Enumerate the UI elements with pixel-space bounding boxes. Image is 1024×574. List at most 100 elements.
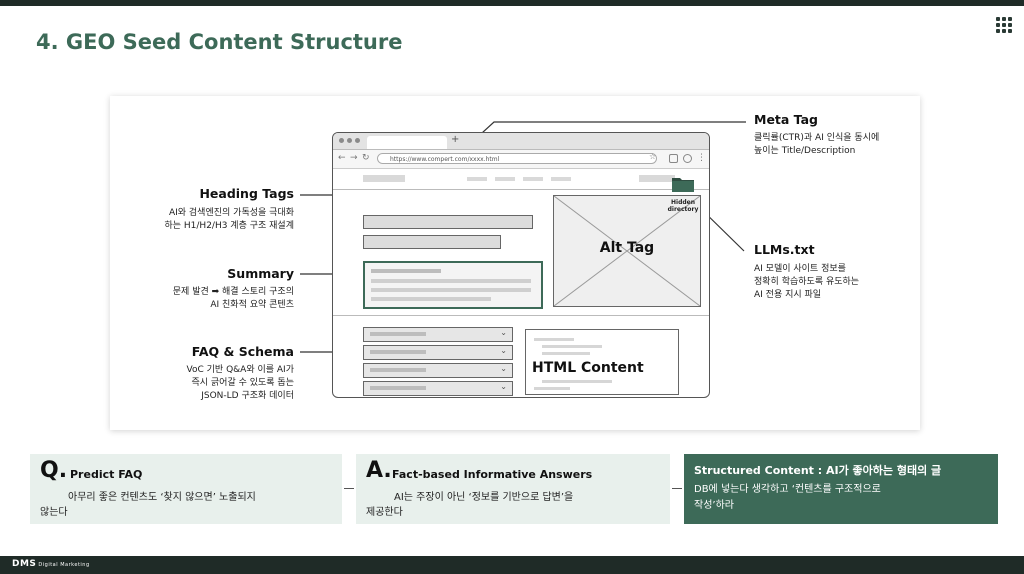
predict-faq-body: 아무리 좋은 컨텐츠도 ‘찾지 않으면’ 노출되지 않는다 <box>40 490 256 520</box>
llms-txt-desc: AI 모델이 사이트 정보를 정확히 학습하도록 유도하는 AI 전용 지시 파… <box>754 263 859 302</box>
browser-address-row: ← → ↻ https://www.compert.com/xxxx.html … <box>333 150 709 169</box>
hidden-directory-label: Hidden directory <box>667 199 699 213</box>
heading-h2-block <box>363 235 501 249</box>
back-icon[interactable]: ← <box>338 153 346 163</box>
bottom-bar <box>0 556 1024 574</box>
body-line: 작성’하라 <box>694 500 734 511</box>
summary-line <box>371 279 531 283</box>
image-placeholder-cross <box>554 196 700 306</box>
connector-line <box>672 488 682 489</box>
desc-line: 문제 발견 ➡ 해결 스토리 구조의 <box>172 287 294 297</box>
desc-line: AI 친화적 요약 콘텐츠 <box>210 300 294 310</box>
extension-icon[interactable] <box>669 154 678 163</box>
slide-title: 4. GEO Seed Content Structure <box>36 30 403 54</box>
faq-accordion-item[interactable]: ⌄ <box>363 327 513 342</box>
llms-txt-title: LLMs.txt <box>754 242 815 257</box>
code-line <box>534 387 570 390</box>
desc-line: 정확히 학습하도록 유도하는 <box>754 277 860 287</box>
profile-icon[interactable] <box>683 154 692 163</box>
fact-based-answers-box: A. Fact-based Informative Answers AI는 주장… <box>356 454 670 524</box>
structured-content-body: DB에 넣는다 생각하고 ‘컨텐츠를 구조적으로 작성’하라 <box>694 482 881 514</box>
desc-line: JSON-LD 구조화 데이터 <box>201 391 294 401</box>
diagram-panel: + ← → ↻ https://www.compert.com/xxxx.htm… <box>110 96 920 430</box>
meta-tag-title: Meta Tag <box>754 112 818 127</box>
desc-line: 즉시 긁어갈 수 있도록 돕는 <box>191 378 294 388</box>
footer-logo-text: DMS <box>12 559 37 569</box>
desc-line: AI와 검색엔진의 가독성을 극대화 <box>168 208 294 218</box>
browser-tab-strip: + <box>333 133 709 150</box>
heading-h1-block <box>363 215 533 229</box>
star-icon[interactable]: ☆ <box>649 152 657 161</box>
body-line: AI는 주장이 아닌 ‘정보를 기반으로 답변’을 <box>394 492 574 503</box>
summary-block <box>363 261 543 309</box>
summary-line <box>371 297 491 301</box>
predict-faq-title: Predict FAQ <box>70 468 143 481</box>
body-line: 제공한다 <box>366 507 403 518</box>
summary-desc: 문제 발견 ➡ 해결 스토리 구조의 AI 친화적 요약 콘텐츠 <box>173 286 294 312</box>
connector-line <box>344 488 354 489</box>
desc-line: AI 전용 지시 파일 <box>754 290 822 300</box>
faq-accordion-item[interactable]: ⌄ <box>363 363 513 378</box>
body-line: 않는다 <box>40 507 68 518</box>
heading-tags-title: Heading Tags <box>199 186 294 201</box>
faq-accordion-item[interactable]: ⌄ <box>363 381 513 396</box>
faq-schema-title: FAQ & Schema <box>191 344 294 359</box>
site-nav <box>333 169 709 190</box>
browser-mockup: + ← → ↻ https://www.compert.com/xxxx.htm… <box>332 132 710 398</box>
window-dot-icon <box>339 138 344 143</box>
alt-tag-label: Alt Tag <box>599 240 655 256</box>
nav-link-placeholder[interactable] <box>551 177 571 181</box>
url-bar[interactable]: https://www.compert.com/xxxx.html <box>377 153 657 164</box>
image-alt-placeholder: Alt Tag <box>553 195 701 307</box>
desc-line: 하는 H1/H2/H3 계층 구조 재설계 <box>164 221 294 231</box>
code-line <box>542 345 602 348</box>
new-tab-button[interactable]: + <box>451 134 460 145</box>
structured-content-box: Structured Content : AI가 좋아하는 형태의 글 DB에 … <box>684 454 998 524</box>
top-bar <box>0 0 1024 6</box>
desc-line: AI 모델이 사이트 정보를 <box>754 264 846 274</box>
body-line: DB에 넣는다 생각하고 ‘컨텐츠를 구조적으로 <box>694 484 881 495</box>
a-mark: A. <box>366 458 392 483</box>
faq-accordion-item[interactable]: ⌄ <box>363 345 513 360</box>
fact-based-answers-body: AI는 주장이 아닌 ‘정보를 기반으로 답변’을 제공한다 <box>366 490 573 520</box>
forward-icon[interactable]: → <box>350 153 358 163</box>
nav-link-placeholder[interactable] <box>523 177 543 181</box>
nav-link-placeholder[interactable] <box>495 177 515 181</box>
desc-line: 클릭률(CTR)과 AI 인식을 동시에 <box>754 133 880 143</box>
summary-line <box>371 288 531 292</box>
site-logo-placeholder <box>363 175 405 182</box>
chevron-down-icon: ⌄ <box>500 328 507 337</box>
faq-schema-desc: VoC 기반 Q&A와 이를 AI가 즉시 긁어갈 수 있도록 돕는 JSON-… <box>187 364 294 403</box>
folder-icon <box>672 178 694 192</box>
fact-based-answers-title: Fact-based Informative Answers <box>392 468 593 481</box>
more-icon[interactable]: ⋮ <box>697 153 706 163</box>
meta-tag-desc: 클릭률(CTR)과 AI 인식을 동시에 높이는 Title/Descripti… <box>754 132 879 158</box>
footer-logo-subtext: Digital Marketing <box>38 562 90 568</box>
summary-title: Summary <box>227 266 294 281</box>
summary-line <box>371 269 441 273</box>
desc-line: 높이는 Title/Description <box>754 146 856 156</box>
heading-tags-desc: AI와 검색엔진의 가독성을 극대화 하는 H1/H2/H3 계층 구조 재설계 <box>164 207 294 233</box>
window-dot-icon <box>355 138 360 143</box>
window-dot-icon <box>347 138 352 143</box>
body-line: 아무리 좋은 컨텐츠도 ‘찾지 않으면’ 노출되지 <box>68 492 256 503</box>
section-divider <box>333 315 709 316</box>
menu-grid-icon[interactable] <box>996 17 1012 33</box>
browser-tab[interactable] <box>367 136 447 149</box>
chevron-down-icon: ⌄ <box>500 346 507 355</box>
q-mark: Q. <box>40 458 68 483</box>
html-content-label: HTML Content <box>532 360 644 376</box>
chevron-down-icon: ⌄ <box>500 382 507 391</box>
html-content-block: HTML Content <box>525 329 679 395</box>
predict-faq-box: Q. Predict FAQ 아무리 좋은 컨텐츠도 ‘찾지 않으면’ 노출되지… <box>30 454 342 524</box>
code-line <box>534 338 574 341</box>
code-line <box>542 380 612 383</box>
code-line <box>542 352 590 355</box>
reload-icon[interactable]: ↻ <box>362 153 370 163</box>
nav-link-placeholder[interactable] <box>467 177 487 181</box>
desc-line: VoC 기반 Q&A와 이를 AI가 <box>186 365 294 375</box>
nav-button-placeholder[interactable] <box>639 175 675 182</box>
structured-content-title: Structured Content : AI가 좋아하는 형태의 글 <box>694 464 942 477</box>
chevron-down-icon: ⌄ <box>500 364 507 373</box>
